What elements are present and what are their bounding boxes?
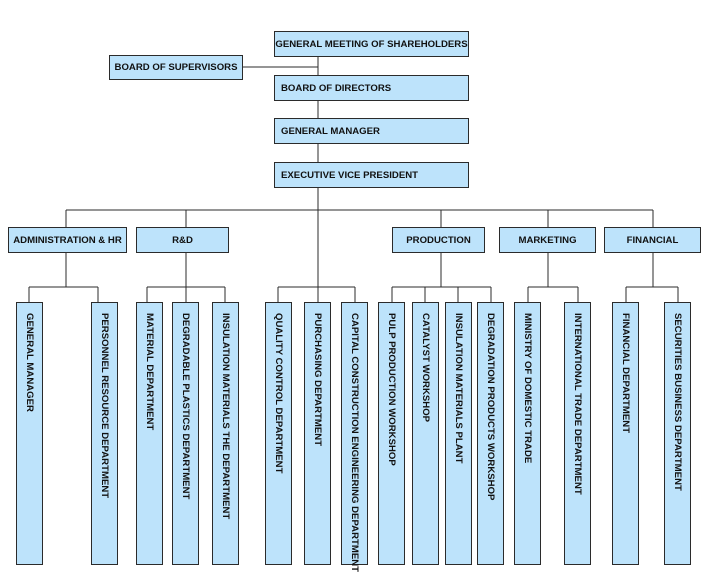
dept-securities-business: SECURITIES BUSINESS DEPARTMENT	[664, 302, 691, 565]
dept-label: MINISTRY OF DOMESTIC TRADE	[522, 313, 533, 464]
division-rd: R&D	[136, 227, 229, 253]
dept-label: FINANCIAL DEPARTMENT	[620, 313, 631, 434]
directors-box: BOARD OF DIRECTORS	[274, 75, 469, 101]
dept-degradable-plastics: DEGRADABLE PLASTICS DEPARTMENT	[172, 302, 199, 565]
division-admin-hr-label: ADMINISTRATION & HR	[13, 234, 122, 246]
dept-international-trade: INTERNATIONAL TRADE DEPARTMENT	[564, 302, 591, 565]
dept-label: INSULATION MATERIALS THE DEPARTMENT	[220, 313, 231, 520]
shareholders-label: GENERAL MEETING OF SHAREHOLDERS	[275, 38, 468, 50]
dept-purchasing: PURCHASING DEPARTMENT	[304, 302, 331, 565]
dept-label: PURCHASING DEPARTMENT	[312, 313, 323, 447]
shareholders-box: GENERAL MEETING OF SHAREHOLDERS	[274, 31, 469, 57]
dept-label: GENERAL MANAGER	[24, 313, 35, 412]
dept-material: MATERIAL DEPARTMENT	[136, 302, 163, 565]
dept-label: PERSONNEL RESOURCE DEPARTMENT	[99, 313, 110, 499]
dept-financial: FINANCIAL DEPARTMENT	[612, 302, 639, 565]
dept-label: SECURITIES BUSINESS DEPARTMENT	[672, 313, 683, 491]
dept-label: PULP PRODUCTION WORKSHOP	[386, 313, 397, 466]
division-production: PRODUCTION	[392, 227, 485, 253]
division-financial: FINANCIAL	[604, 227, 701, 253]
dept-domestic-trade: MINISTRY OF DOMESTIC TRADE	[514, 302, 541, 565]
evp-box: EXECUTIVE VICE PRESIDENT	[274, 162, 469, 188]
dept-label: CAPITAL CONSTRUCTION ENGINEERING DEPARTM…	[349, 313, 360, 573]
division-marketing-label: MARKETING	[518, 234, 577, 246]
dept-general-manager: GENERAL MANAGER	[16, 302, 43, 565]
dept-label: DEGRADATION PRODUCTS WORKSHOP	[485, 313, 496, 501]
general-manager-label: GENERAL MANAGER	[281, 125, 380, 137]
dept-label: QUALITY CONTROL DEPARTMENT	[273, 313, 284, 474]
supervisors-box: BOARD OF SUPERVISORS	[109, 55, 243, 80]
directors-label: BOARD OF DIRECTORS	[281, 82, 392, 94]
evp-label: EXECUTIVE VICE PRESIDENT	[281, 169, 419, 181]
division-rd-label: R&D	[172, 234, 193, 246]
dept-pulp-production: PULP PRODUCTION WORKSHOP	[378, 302, 405, 565]
dept-quality-control: QUALITY CONTROL DEPARTMENT	[265, 302, 292, 565]
dept-personnel-resource: PERSONNEL RESOURCE DEPARTMENT	[91, 302, 118, 565]
dept-insulation-materials: INSULATION MATERIALS THE DEPARTMENT	[212, 302, 239, 565]
supervisors-label: BOARD OF SUPERVISORS	[114, 62, 238, 73]
division-admin-hr: ADMINISTRATION & HR	[8, 227, 127, 253]
dept-label: MATERIAL DEPARTMENT	[144, 313, 155, 431]
dept-degradation-products: DEGRADATION PRODUCTS WORKSHOP	[477, 302, 504, 565]
dept-capital-construction: CAPITAL CONSTRUCTION ENGINEERING DEPARTM…	[341, 302, 368, 572]
dept-label: INSULATION MATERIALS PLANT	[453, 313, 464, 464]
dept-label: INTERNATIONAL TRADE DEPARTMENT	[572, 313, 583, 495]
division-financial-label: FINANCIAL	[626, 234, 679, 246]
dept-insulation-plant: INSULATION MATERIALS PLANT	[445, 302, 472, 565]
general-manager-box: GENERAL MANAGER	[274, 118, 469, 144]
dept-label: CATALYST WORKSHOP	[420, 313, 431, 423]
dept-label: DEGRADABLE PLASTICS DEPARTMENT	[180, 313, 191, 500]
dept-catalyst-workshop: CATALYST WORKSHOP	[412, 302, 439, 565]
division-production-label: PRODUCTION	[406, 234, 471, 246]
division-marketing: MARKETING	[499, 227, 596, 253]
